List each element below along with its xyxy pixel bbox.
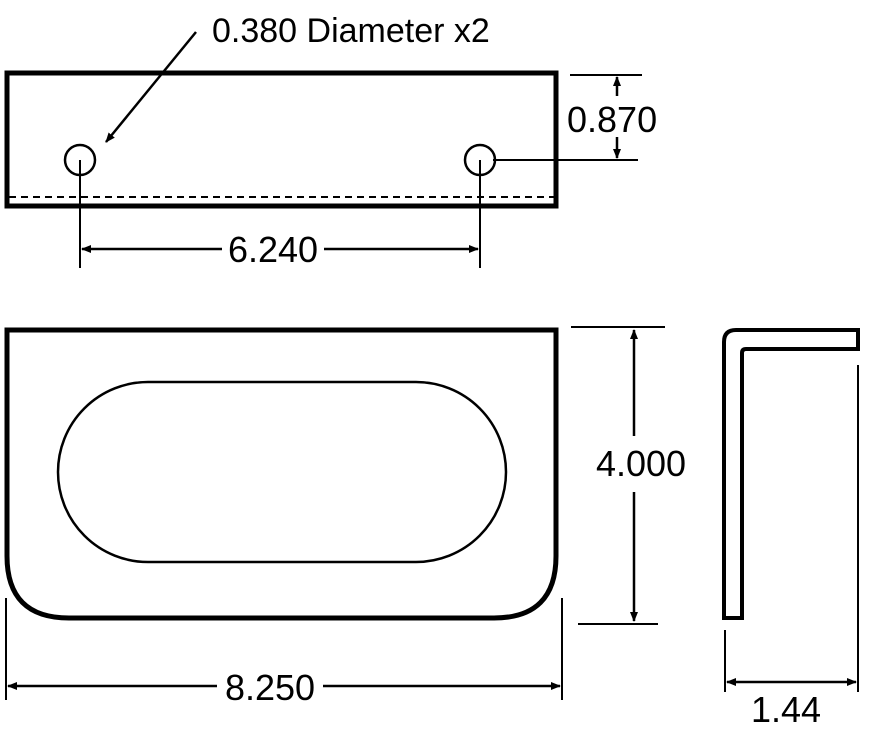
depth-dimension: 1.44 — [751, 689, 821, 730]
top-view-outline — [4, 70, 559, 209]
hole-offset-dimension: 0.870 — [567, 99, 657, 140]
oval-cutout — [56, 380, 508, 564]
callout-leader — [105, 31, 197, 143]
front-view: 4.000 8.250 — [4, 326, 686, 708]
side-view-profile — [722, 328, 860, 620]
width-dimension: 8.250 — [225, 667, 315, 708]
hole-diameter-callout: 0.380 Diameter x2 — [212, 12, 490, 50]
top-view: 0.380 Diameter x2 0.870 6.240 — [4, 12, 657, 270]
side-view: 1.44 — [722, 328, 860, 730]
height-dimension: 4.000 — [596, 443, 686, 484]
hole-spacing-dimension: 6.240 — [228, 229, 318, 270]
front-view-outline — [4, 327, 559, 621]
